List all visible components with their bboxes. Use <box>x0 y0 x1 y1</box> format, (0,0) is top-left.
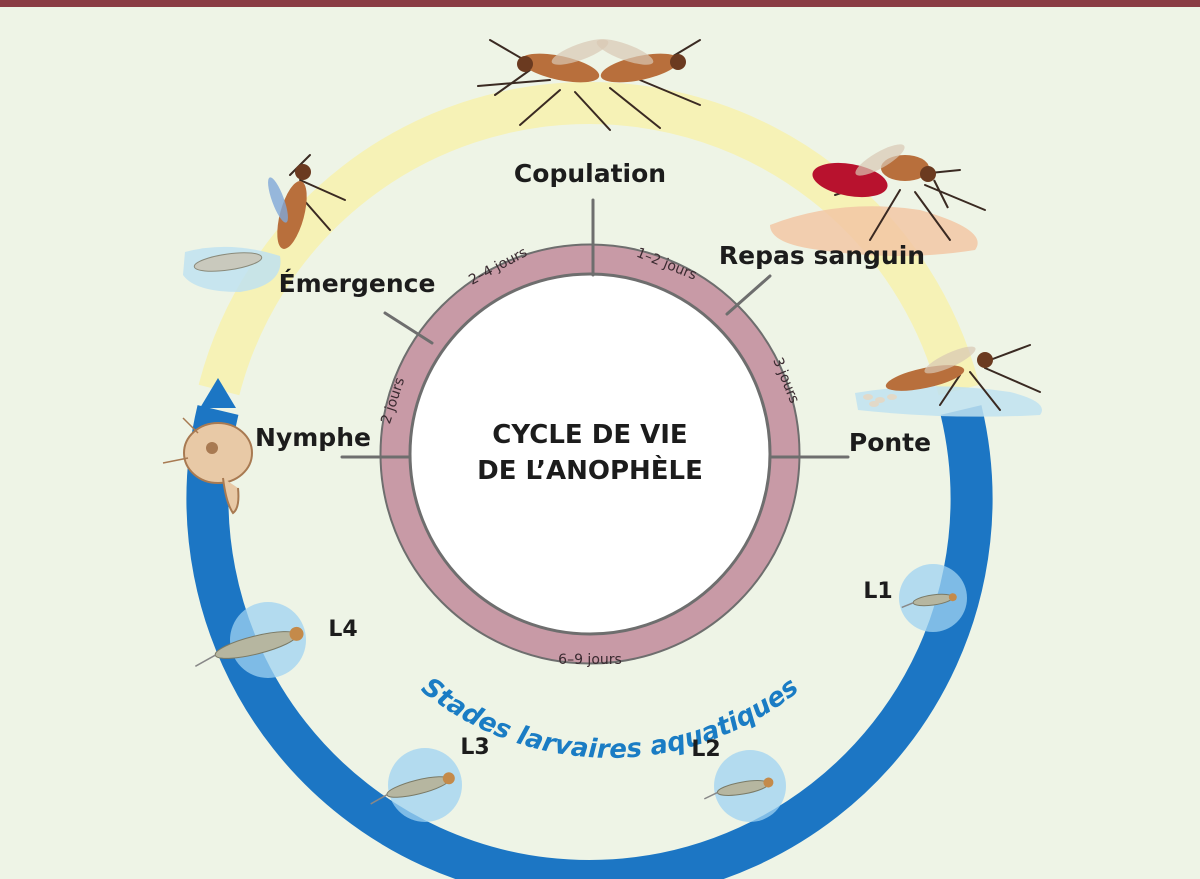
tick-repas <box>725 274 772 316</box>
larva-l4-icon <box>194 626 304 667</box>
label-ponte: Ponte <box>849 428 931 457</box>
aquatic-arc-arrow <box>200 378 236 408</box>
label-l2: L2 <box>691 737 720 762</box>
duration-6-9-jours: 6–9 jours <box>558 652 622 668</box>
larva-l1-group <box>899 564 967 632</box>
label-nymphe: Nymphe <box>255 423 371 452</box>
tick-emergence <box>383 311 434 345</box>
diagram-title-line-2: DE L’ANOPHÈLE <box>477 454 703 486</box>
larva-l3-group <box>370 748 462 822</box>
label-l3: L3 <box>460 735 489 760</box>
blood-feeding-mosquito-icon <box>812 144 986 241</box>
larva-l2-icon <box>703 777 774 800</box>
label-l4: L4 <box>328 617 357 642</box>
diagram-title-line-1: CYCLE DE VIE <box>492 420 687 450</box>
larva-l1-icon <box>901 593 957 609</box>
inner-ring <box>381 245 799 663</box>
pupa-icon <box>162 417 253 515</box>
label-repas-sanguin: Repas sanguin <box>719 241 925 270</box>
mating-mosquitoes-icon <box>477 39 701 131</box>
water-puddle-right <box>855 386 1042 417</box>
inner-ring-inner-edge <box>408 272 772 636</box>
skin-patch <box>770 206 978 256</box>
label-copulation: Copulation <box>514 159 666 188</box>
emerging-mosquito-icon <box>193 154 346 272</box>
larva-l4-group <box>194 602 306 678</box>
label-l1: L1 <box>863 579 892 604</box>
top-bar <box>0 0 1200 7</box>
larva-l3-icon <box>370 772 455 805</box>
label-emergence: Émergence <box>279 269 436 298</box>
larva-l2-group <box>703 750 786 822</box>
egg-laying-mosquito-icon <box>863 344 1041 411</box>
